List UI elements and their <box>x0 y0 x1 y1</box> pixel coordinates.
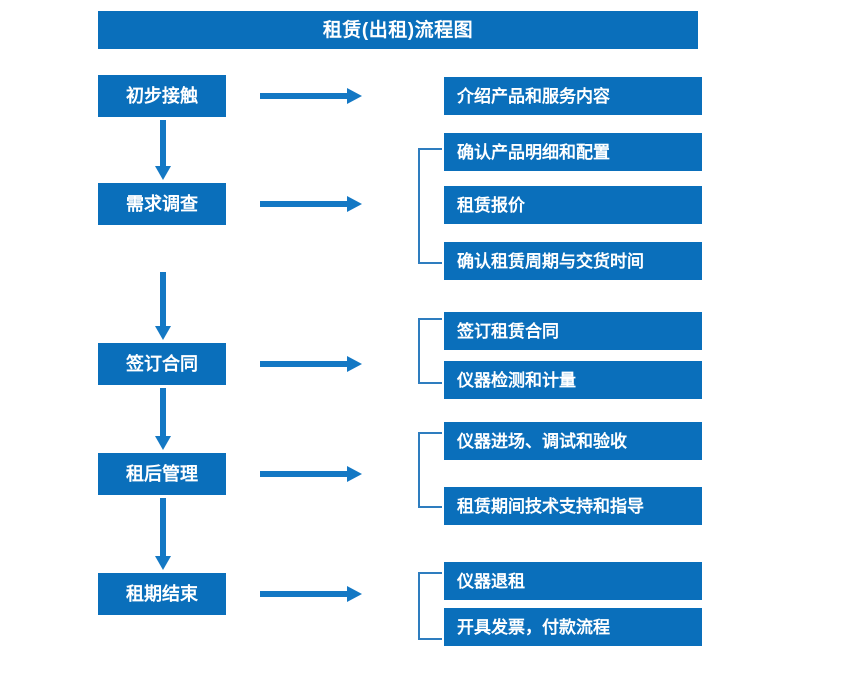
detail-label-g5-2: 开具发票，付款流程 <box>457 617 610 637</box>
stage-box-2[interactable]: 需求调查 <box>98 183 226 225</box>
stage-box-1[interactable]: 初步接触 <box>98 75 226 117</box>
detail-box-g2-1[interactable]: 确认产品明细和配置 <box>444 133 702 171</box>
detail-label-g3-2: 仪器检测和计量 <box>457 370 576 390</box>
detail-box-g1-1[interactable]: 介绍产品和服务内容 <box>444 77 702 115</box>
detail-box-g4-1[interactable]: 仪器进场、调试和验收 <box>444 422 702 460</box>
stage-label-4: 租后管理 <box>126 464 198 484</box>
stage-label-1: 初步接触 <box>126 86 198 106</box>
arrow-right-icon-3 <box>260 356 362 372</box>
arrow-right-icon-2 <box>260 196 362 212</box>
stage-label-2: 需求调查 <box>126 194 198 214</box>
bracket-icon-group3 <box>418 318 442 384</box>
bracket-icon-group5 <box>418 572 442 640</box>
detail-label-g4-1: 仪器进场、调试和验收 <box>457 431 627 451</box>
arrow-down-icon-2 <box>155 272 171 340</box>
detail-label-g1-1: 介绍产品和服务内容 <box>457 86 610 106</box>
arrow-down-icon-1 <box>155 120 171 180</box>
arrow-down-icon-3 <box>155 388 171 450</box>
diagram-title-bar: 租赁(出租)流程图 <box>98 11 698 49</box>
arrow-right-icon-4 <box>260 466 362 482</box>
detail-box-g3-2[interactable]: 仪器检测和计量 <box>444 361 702 399</box>
detail-box-g5-2[interactable]: 开具发票，付款流程 <box>444 608 702 646</box>
bracket-icon-group4 <box>418 432 442 508</box>
detail-box-g5-1[interactable]: 仪器退租 <box>444 562 702 600</box>
arrow-right-icon-5 <box>260 586 362 602</box>
detail-label-g2-1: 确认产品明细和配置 <box>457 142 610 162</box>
detail-label-g3-1: 签订租赁合同 <box>457 321 559 341</box>
stage-label-3: 签订合同 <box>126 354 198 374</box>
stage-label-5: 租期结束 <box>126 584 198 604</box>
stage-box-4[interactable]: 租后管理 <box>98 453 226 495</box>
detail-label-g2-2: 租赁报价 <box>457 195 525 215</box>
detail-label-g5-1: 仪器退租 <box>457 571 525 591</box>
arrow-right-icon-1 <box>260 88 362 104</box>
stage-box-5[interactable]: 租期结束 <box>98 573 226 615</box>
arrow-down-icon-4 <box>155 498 171 570</box>
detail-box-g2-2[interactable]: 租赁报价 <box>444 186 702 224</box>
stage-box-3[interactable]: 签订合同 <box>98 343 226 385</box>
page-title: 租赁(出租)流程图 <box>322 19 474 41</box>
detail-box-g3-1[interactable]: 签订租赁合同 <box>444 312 702 350</box>
detail-box-g2-3[interactable]: 确认租赁周期与交货时间 <box>444 242 702 280</box>
detail-label-g4-2: 租赁期间技术支持和指导 <box>457 496 644 516</box>
bracket-icon-group2 <box>418 148 442 264</box>
detail-box-g4-2[interactable]: 租赁期间技术支持和指导 <box>444 487 702 525</box>
detail-label-g2-3: 确认租赁周期与交货时间 <box>457 251 644 271</box>
